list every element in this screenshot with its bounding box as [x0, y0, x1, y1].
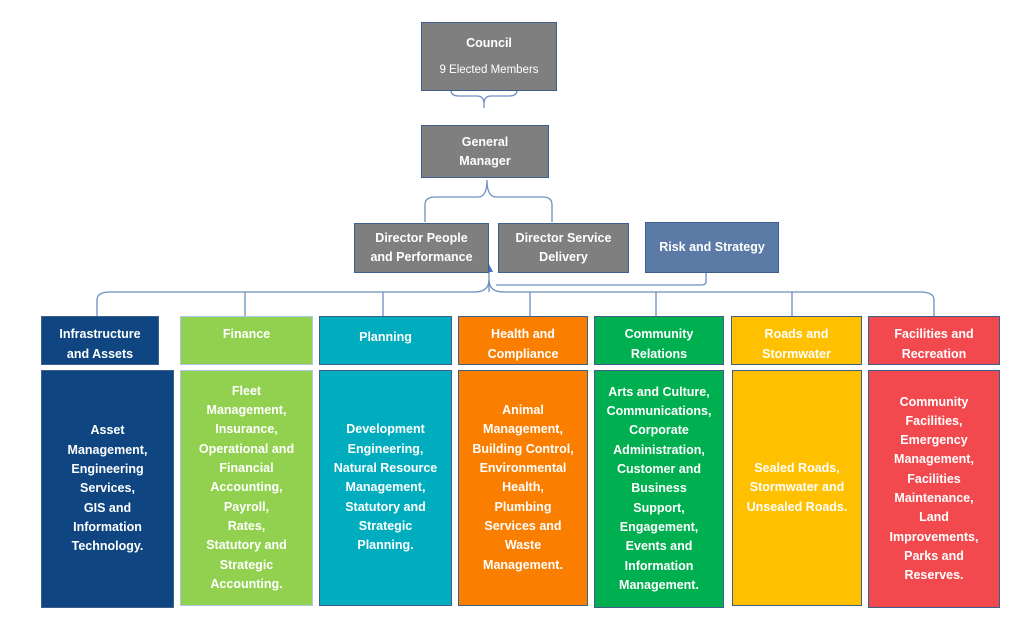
service-line: Statutory and — [345, 499, 426, 514]
service-line: Engineering, — [347, 441, 424, 456]
risk-and-strategy-box: Risk and Strategy — [645, 222, 779, 273]
service-line: Waste — [504, 538, 542, 553]
dept-name-line: Roads and — [764, 327, 829, 341]
dept-services-planning: Development Engineering, Natural Resourc… — [319, 370, 452, 606]
service-line: Management. — [483, 557, 563, 572]
service-line: Animal — [502, 403, 544, 418]
service-line: Management, — [206, 403, 287, 418]
dept-header-health-compliance: Health and Compliance — [458, 316, 588, 365]
service-line: Management, — [67, 442, 148, 457]
service-line: Services, — [80, 481, 135, 496]
service-line: Accounting, — [210, 480, 283, 495]
service-line: Environmental — [479, 461, 567, 476]
service-line: Plumbing — [494, 499, 552, 514]
service-line: Statutory and — [206, 538, 287, 553]
general-manager-line-2: Manager — [459, 153, 511, 168]
service-line: Financial — [219, 461, 274, 476]
service-line: Unsealed Roads. — [746, 499, 848, 514]
dept-name-line: Planning — [359, 330, 412, 344]
dept-name-line: Community — [624, 327, 694, 341]
council-box: Council 9 Elected Members — [421, 22, 557, 91]
service-line: Information — [624, 558, 694, 573]
service-line: Facilities, — [905, 413, 963, 428]
general-manager-line-1: General — [461, 134, 509, 149]
service-line: Corporate — [629, 423, 689, 438]
service-line: Operational and — [198, 441, 295, 456]
service-line: Technology. — [71, 539, 144, 554]
service-line: Management, — [483, 422, 563, 437]
general-manager-box: General Manager — [421, 125, 549, 178]
dept-header-finance: Finance — [180, 316, 313, 365]
dept-name-line: Facilities and — [894, 327, 974, 341]
director-people-performance-box: Director People and Performance — [354, 223, 489, 273]
dept-header-community-relations: Community Relations — [594, 316, 724, 365]
dept-name-line: Recreation — [901, 347, 967, 361]
service-line: Building Control, — [472, 441, 574, 456]
service-line: Services and — [484, 518, 562, 533]
dept-services-facilities-recreation: Community Facilities, Emergency Manageme… — [868, 370, 1000, 608]
dept-name-line: Relations — [630, 347, 688, 361]
service-line: Business — [631, 481, 687, 496]
service-line: Emergency — [900, 433, 968, 448]
director-people-line-2: and Performance — [370, 250, 473, 264]
director-people-line-1: Director People — [375, 231, 468, 245]
service-line: Accounting. — [210, 576, 283, 591]
service-line: Payroll, — [223, 499, 270, 514]
service-line: Reserves. — [904, 568, 964, 583]
service-line: Insurance, — [215, 422, 278, 437]
director-service-line-2: Delivery — [539, 250, 588, 264]
service-line: Maintenance, — [894, 491, 974, 505]
dept-name-line: Health and — [491, 327, 555, 341]
dept-name-line: and Assets — [66, 347, 134, 361]
director-service-line-1: Director Service — [515, 231, 612, 245]
dept-name-line: Compliance — [487, 347, 559, 361]
service-line: Sealed Roads, — [754, 461, 840, 476]
dept-header-infrastructure-assets: Infrastructure and Assets — [41, 316, 159, 365]
risk-strategy-label: Risk and Strategy — [659, 240, 765, 254]
service-line: Support, — [633, 500, 685, 515]
service-line: Parks and — [904, 548, 964, 563]
dept-name-line: Stormwater — [762, 347, 831, 361]
service-line: Events and — [625, 539, 693, 554]
service-line: Arts and Culture, — [608, 384, 710, 399]
service-line: Community — [899, 394, 969, 409]
service-line: Administration, — [613, 442, 705, 457]
service-line: Health, — [502, 480, 544, 495]
dept-name-line: Finance — [222, 327, 271, 341]
dept-name-line: Infrastructure — [59, 327, 141, 341]
dept-services-community-relations: Arts and Culture, Communications, Corpor… — [594, 370, 724, 608]
dept-services-health-compliance: Animal Management, Building Control, Env… — [458, 370, 588, 606]
service-line: Rates, — [227, 518, 266, 533]
service-line: Planning. — [357, 538, 414, 553]
service-line: Management, — [894, 452, 974, 467]
service-line: Communications, — [606, 404, 712, 419]
dept-header-planning: Planning — [319, 316, 452, 365]
service-line: Fleet — [231, 383, 262, 398]
service-line: Management, — [345, 480, 426, 495]
dept-services-infrastructure-assets: Asset Management, Engineering Services, … — [41, 370, 174, 608]
service-line: Engagement, — [619, 519, 699, 534]
service-line: GIS and — [83, 500, 132, 515]
dept-services-roads-stormwater: Sealed Roads, Stormwater and Unsealed Ro… — [732, 370, 862, 606]
service-line: Facilities — [907, 471, 961, 486]
service-line: Strategic — [358, 518, 413, 533]
director-service-delivery-box: Director Service Delivery — [498, 223, 629, 273]
service-line: Customer and — [616, 462, 702, 477]
council-title: Council — [466, 35, 512, 50]
service-line: Information — [73, 519, 142, 534]
service-line: Stormwater and — [749, 480, 845, 495]
council-subtitle: 9 Elected Members — [439, 63, 539, 76]
service-line: Engineering — [71, 462, 144, 477]
service-line: Management. — [619, 577, 699, 592]
service-line: Natural Resource — [333, 461, 438, 476]
dept-header-roads-stormwater: Roads and Stormwater — [731, 316, 862, 365]
service-line: Asset — [90, 423, 125, 438]
service-line: Strategic — [219, 557, 274, 572]
dept-services-finance: Fleet Management, Insurance, Operational… — [180, 370, 313, 606]
service-line: Land — [919, 510, 949, 525]
service-line: Development — [346, 422, 425, 437]
service-line: Improvements, — [889, 529, 979, 544]
dept-header-facilities-recreation: Facilities and Recreation — [868, 316, 1000, 365]
